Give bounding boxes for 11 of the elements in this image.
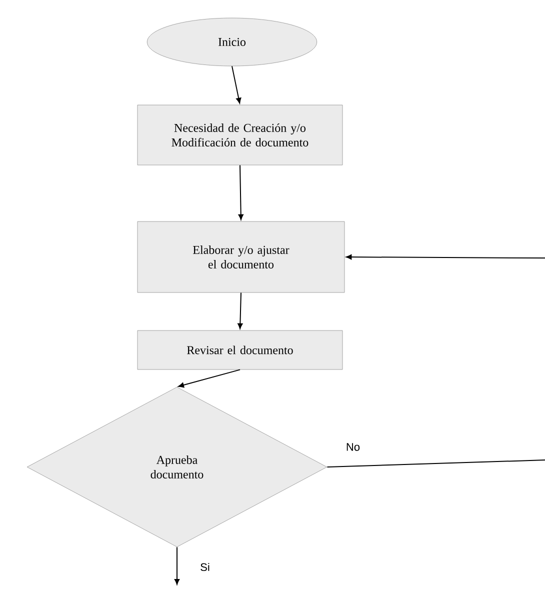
arrow [178,369,240,388]
arrow [232,66,242,104]
edge-label: Si [199,562,211,572]
process-box: Elaborar y/o ajustar el documento [137,221,345,293]
arrow [238,164,244,220]
arrow [238,292,243,329]
arrow [346,254,545,260]
process-box: Necesidad de Creación y/o Modificación de documento [137,104,343,166]
edge-label: No [344,442,362,452]
arrow [174,546,180,585]
process-box: Revisar el documento [137,330,343,370]
